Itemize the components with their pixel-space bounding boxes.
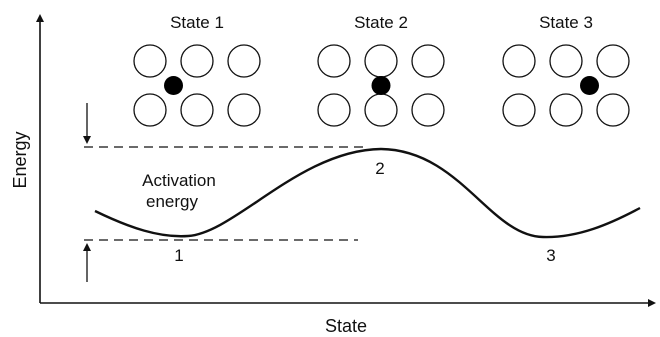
lattice-atom-bottom-2	[364, 93, 398, 127]
lattice-atom-bottom-3	[411, 93, 445, 127]
y-axis-label: Energy	[10, 131, 30, 188]
lattice-atom-bottom-2	[549, 93, 583, 127]
lattice-atom-bottom-1	[317, 93, 351, 127]
lattice-atom-top-1	[317, 44, 351, 78]
state-1-title: State 1	[170, 13, 224, 32]
state-3-title: State 3	[539, 13, 593, 32]
activation-energy-label-line2: energy	[146, 192, 198, 211]
interstitial-atom	[580, 76, 599, 95]
energy-curve	[94, 147, 641, 239]
lattice-atom-bottom-3	[596, 93, 630, 127]
lattice-atom-top-1	[502, 44, 536, 78]
curve-point-label-1: 1	[174, 246, 183, 265]
activation-energy-label-line1: Activation	[142, 171, 216, 190]
lattice-atom-bottom-1	[133, 93, 167, 127]
x-axis-label: State	[325, 316, 367, 336]
curve-point-label-3: 3	[546, 246, 555, 265]
interstitial-atom	[371, 76, 391, 95]
interstitial-atom	[164, 76, 183, 95]
lattice-atom-top-2	[364, 44, 398, 78]
lattice-atom-bottom-3	[227, 93, 261, 127]
lattice-atom-top-2	[180, 44, 214, 78]
state-2-lattice	[317, 44, 445, 127]
lattice-atom-bottom-1	[502, 93, 536, 127]
lattice-atom-top-3	[596, 44, 630, 78]
lattice-atom-bottom-2	[180, 93, 214, 127]
state-3-lattice	[502, 44, 630, 127]
curve-point-label-2: 2	[375, 159, 384, 178]
lattice-atom-top-3	[227, 44, 261, 78]
state-1-lattice	[133, 44, 261, 127]
lattice-atom-top-3	[411, 44, 445, 78]
lattice-atom-top-2	[549, 44, 583, 78]
state-2-title: State 2	[354, 13, 408, 32]
lattice-atom-top-1	[133, 44, 167, 78]
